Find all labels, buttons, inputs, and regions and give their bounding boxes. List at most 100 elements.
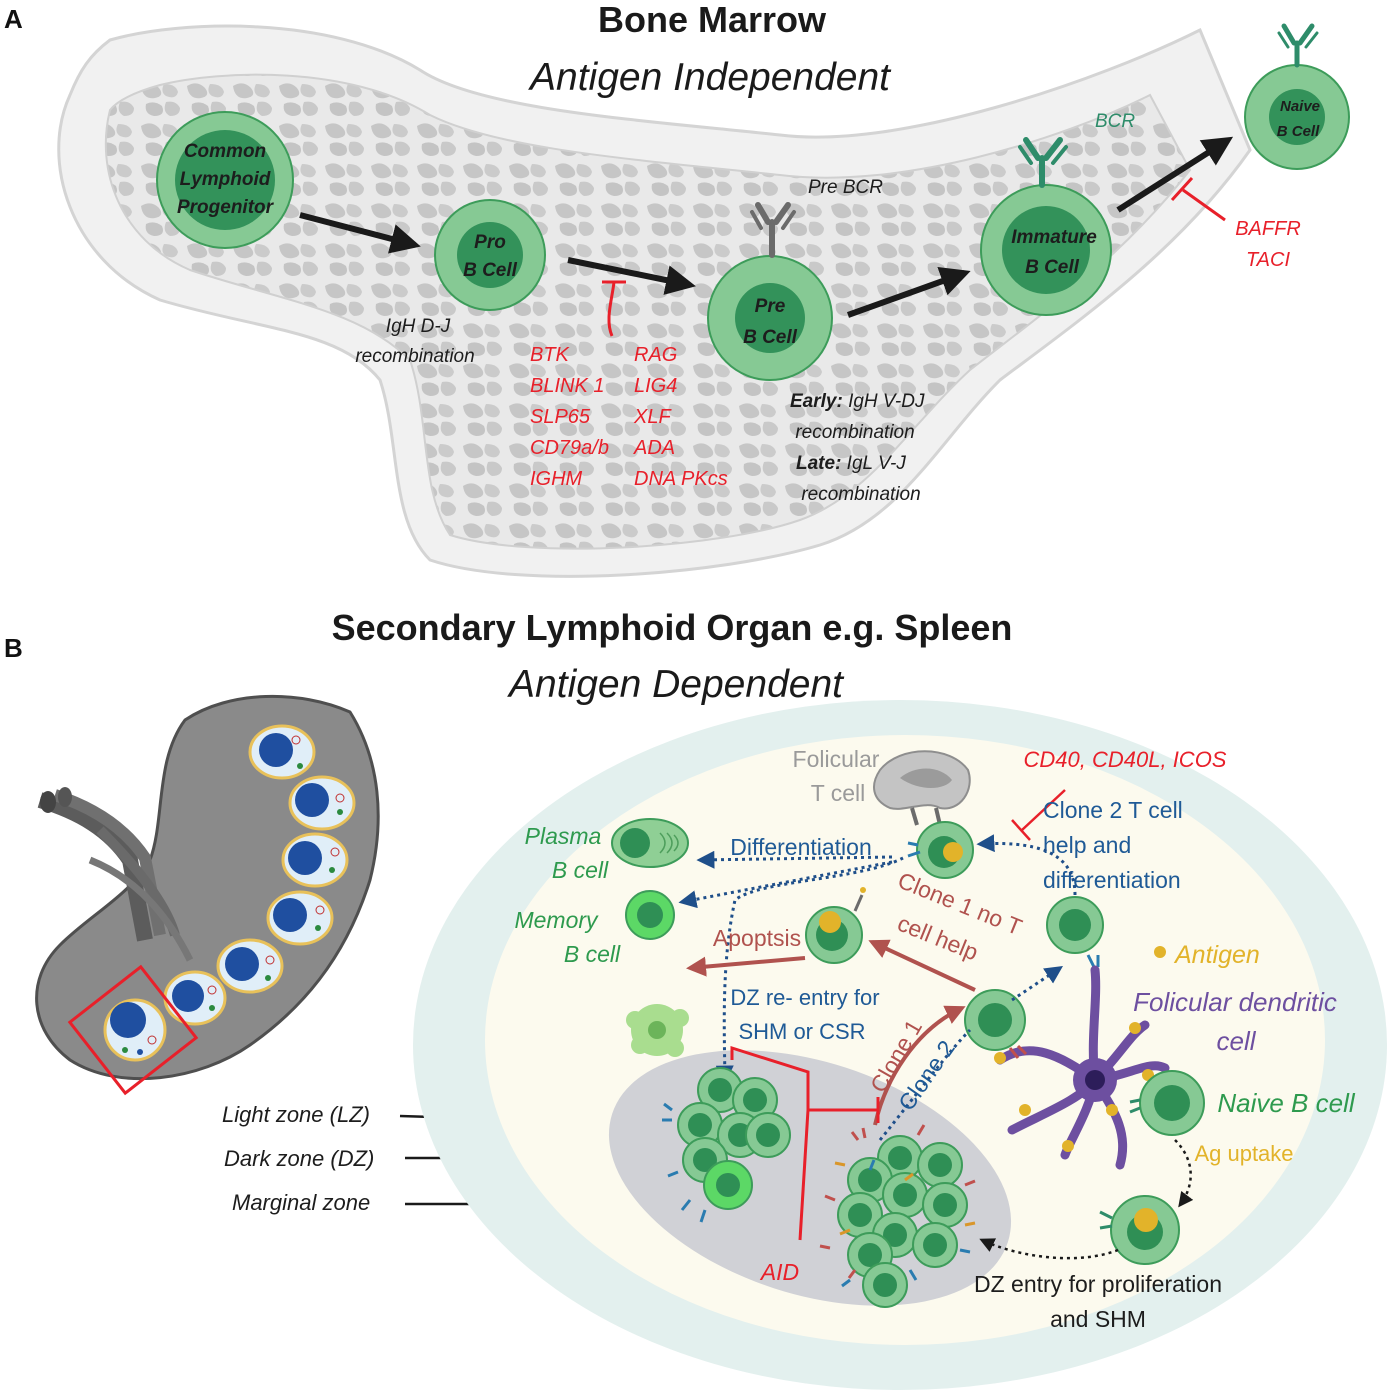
- follicle: [288, 775, 356, 831]
- pro-b-cell: Pro B Cell: [434, 199, 546, 311]
- clone2-help-2: help and: [1043, 832, 1131, 858]
- pre-bcr-label: Pre BCR: [808, 177, 883, 198]
- late-line-1: Late: IgL V-J: [796, 453, 906, 474]
- aid-inhibitor: [730, 1045, 880, 1241]
- follicle: [248, 724, 316, 780]
- spleen-follicles: [103, 724, 356, 1062]
- arrow-to-memory: [678, 860, 893, 909]
- gene-dna-pkcs: DNA PKcs: [634, 468, 728, 490]
- pre-bcr-receptor: [750, 202, 796, 258]
- naive-b-cell-b: [1129, 1070, 1205, 1136]
- pre-b-cell: Pre B Cell: [707, 255, 833, 381]
- clone2-help-3: differentiation: [1043, 867, 1181, 893]
- memory-label-1: Memory: [514, 907, 599, 933]
- clp-label-3: Progenitor: [177, 197, 275, 218]
- naive-b-label: Naive B cell: [1217, 1088, 1355, 1118]
- fdc-antigens: [994, 1022, 1154, 1152]
- inhibitor-pro-pre: [602, 280, 626, 337]
- late-text: IgL V-J: [841, 453, 906, 474]
- follicle: [266, 890, 334, 946]
- bcr-label: BCR: [1095, 111, 1135, 132]
- clone-branch-b-cell: [964, 989, 1028, 1059]
- gene-xlf: XLF: [633, 406, 672, 428]
- bcr-receptor-immature: [1018, 137, 1068, 188]
- pre-label-1: Pre: [755, 296, 786, 317]
- fdc-label-1: Folicular dendritic: [1133, 987, 1337, 1017]
- immature-label-1: Immature: [1011, 227, 1097, 248]
- dz-entry-label-1: DZ entry for proliferation: [974, 1271, 1222, 1297]
- follicle: [163, 970, 227, 1026]
- baffr-label: BAFFR: [1235, 218, 1301, 240]
- late-line-2: recombination: [801, 484, 920, 505]
- panel-a-letter: A: [4, 4, 23, 34]
- pre-label-2: B Cell: [743, 327, 798, 348]
- gene-list-right: RAG LIG4 XLF ADA DNA PKcs: [633, 344, 728, 490]
- clp-label-2: Lymphoid: [180, 169, 271, 190]
- arrow-clp-to-pro: [299, 212, 421, 254]
- follicular-t-label-2: T cell: [811, 780, 866, 806]
- cd40-label: CD40, CD40L, ICOS: [1024, 747, 1227, 772]
- marginal-zone-label: Marginal zone: [232, 1190, 370, 1215]
- arrow-to-clone2-cell: [1011, 966, 1063, 1002]
- dark-zone-label: Dark zone (DZ): [224, 1146, 374, 1171]
- immature-b-cell: Immature B Cell: [980, 184, 1112, 316]
- naive-b-cell-a: Naive B Cell: [1244, 64, 1350, 170]
- inhibitor-immature-naive: [1170, 176, 1226, 222]
- gene-btk: BTK: [530, 344, 571, 366]
- differentiation-label: Differentiation: [730, 834, 872, 860]
- early-line-1: Early: IgH V-DJ: [790, 391, 925, 412]
- clone2-help-1: Clone 2 T cell: [1043, 797, 1183, 823]
- memory-b-cell: [625, 890, 675, 940]
- cd40-inhibitor: [1011, 789, 1066, 841]
- gene-slp65: SLP65: [530, 406, 591, 428]
- immature-label-2: B Cell: [1025, 257, 1080, 278]
- arrow-dz-entry: [979, 1238, 1119, 1260]
- zoom-box: [67, 964, 199, 1096]
- gene-ighm: IGHM: [530, 468, 583, 490]
- pro-label-1: Pro: [474, 232, 506, 253]
- gene-rag: RAG: [634, 344, 677, 366]
- light-zone-label: Light zone (LZ): [222, 1102, 370, 1127]
- late-bold: Late:: [796, 453, 841, 474]
- follicle: [281, 832, 349, 888]
- follicle: [216, 938, 284, 994]
- activated-b-cell-top: [907, 821, 974, 879]
- follicle-highlighted: [103, 998, 167, 1062]
- common-lymphoid-progenitor-cell: Common Lymphoid Progenitor: [156, 111, 294, 249]
- dz-reentry-label-1: DZ re- entry for: [730, 985, 879, 1010]
- ag-uptake-label: Ag uptake: [1194, 1141, 1293, 1166]
- dz-cell-cluster-left: [662, 1067, 791, 1223]
- apoptosis-label: Apoptsis: [713, 925, 801, 951]
- early-text: IgH V-DJ: [843, 391, 925, 412]
- arrow-ag-uptake: [1174, 1139, 1194, 1208]
- clone2-b-cell: [1046, 896, 1104, 968]
- plasma-b-cell: [611, 818, 689, 868]
- plasma-label-2: B cell: [552, 857, 609, 883]
- arrow-pre-to-immature: [846, 266, 971, 318]
- aid-label: AID: [759, 1259, 799, 1285]
- gene-cd79ab: CD79a/b: [530, 437, 609, 459]
- naive-a-label-1: Naive: [1280, 98, 1320, 115]
- gene-list-left: BTK BLINK 1 SLP65 CD79a/b IGHM: [530, 344, 609, 490]
- gene-ada: ADA: [633, 437, 675, 459]
- follicular-t-cell: [873, 750, 971, 826]
- apoptotic-body: [626, 1004, 689, 1057]
- clp-label-1: Common: [184, 141, 266, 162]
- antigen-icon: [1154, 946, 1166, 958]
- fdc-label-2: cell: [1216, 1026, 1256, 1056]
- follicular-t-label-1: Folicular: [793, 746, 880, 772]
- igh-dj-line-2: recombination: [355, 346, 474, 367]
- panel-b-subtitle: Antigen Dependent: [507, 663, 845, 706]
- apoptotic-b-cell: [805, 887, 866, 964]
- arrow-apoptosis: [686, 956, 806, 977]
- bcr-receptor-naive: [1277, 23, 1319, 68]
- plasma-label-1: Plasma: [525, 823, 602, 849]
- gene-blink1: BLINK 1: [530, 375, 604, 397]
- early-late-recombination: Early: IgH V-DJ recombination Late: IgL …: [790, 391, 925, 505]
- dz-cell-cluster-right: [819, 1124, 976, 1308]
- antigen-label: Antigen: [1173, 941, 1260, 969]
- arrow-immature-to-naive: [1116, 136, 1234, 213]
- panel-a-title: Bone Marrow: [598, 0, 827, 40]
- panel-a-subtitle: Antigen Independent: [528, 56, 892, 99]
- dz-entry-label-2: and SHM: [1050, 1306, 1146, 1332]
